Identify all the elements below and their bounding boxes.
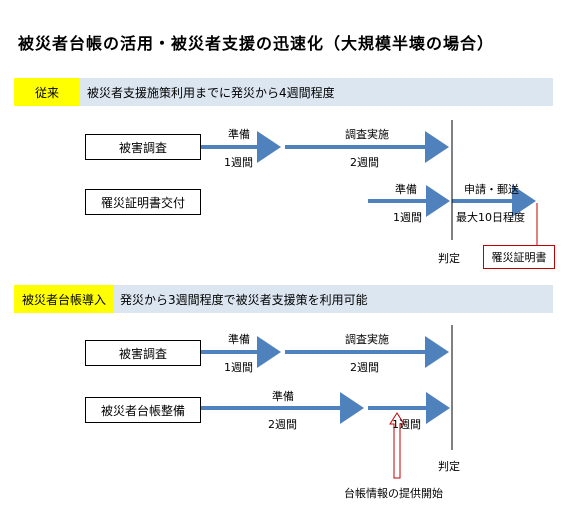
s1-cert-issue-box: 罹災証明書交付 bbox=[85, 189, 201, 215]
s1-survey-box: 被害調査 bbox=[85, 134, 201, 160]
s2-ledger-box: 被災者台帳整備 bbox=[85, 397, 201, 423]
s1-certificate-box: 罹災証明書 bbox=[483, 245, 555, 269]
s1-prep-duration: 1週間 bbox=[224, 156, 253, 169]
section2-tag: 被災者台帳導入 bbox=[14, 285, 114, 313]
s1-judgment: 判定 bbox=[438, 252, 460, 265]
s2-survey-duration: 2週間 bbox=[350, 361, 379, 374]
s2-ledger-prep-duration: 2週間 bbox=[268, 418, 297, 431]
s2-survey-box: 被害調査 bbox=[85, 340, 201, 366]
s1-survey-label: 調査実施 bbox=[345, 128, 389, 141]
s1-prep-label: 準備 bbox=[228, 128, 250, 141]
section1-tag: 従来 bbox=[14, 78, 80, 106]
s1-apply-duration: 最大10日程度 bbox=[456, 211, 525, 224]
s1-cert-prep-label: 準備 bbox=[395, 183, 417, 196]
s2-ledger-next-duration: 1週間 bbox=[392, 418, 421, 431]
section1-description: 被災者支援施策利用までに発災から4週間程度 bbox=[87, 86, 335, 100]
s1-survey-duration: 2週間 bbox=[350, 156, 379, 169]
s2-prep-label: 準備 bbox=[228, 333, 250, 346]
s1-apply-label: 申請・郵送 bbox=[464, 183, 519, 196]
s2-judgment: 判定 bbox=[438, 460, 460, 473]
s2-survey-label: 調査実施 bbox=[345, 333, 389, 346]
page-title: 被災者台帳の活用・被災者支援の迅速化（大規模半壊の場合） bbox=[18, 34, 495, 53]
s2-ledger-prep-label: 準備 bbox=[272, 390, 294, 403]
provision-start-arrow bbox=[389, 412, 405, 479]
s1-cert-prep-duration: 1週間 bbox=[393, 211, 422, 224]
section2-description: 発災から3週間程度で被災者支援策を利用可能 bbox=[120, 293, 368, 307]
s2-provision-start: 台帳情報の提供開始 bbox=[344, 487, 443, 500]
section1-band bbox=[14, 78, 553, 106]
s2-prep-duration: 1週間 bbox=[224, 361, 253, 374]
